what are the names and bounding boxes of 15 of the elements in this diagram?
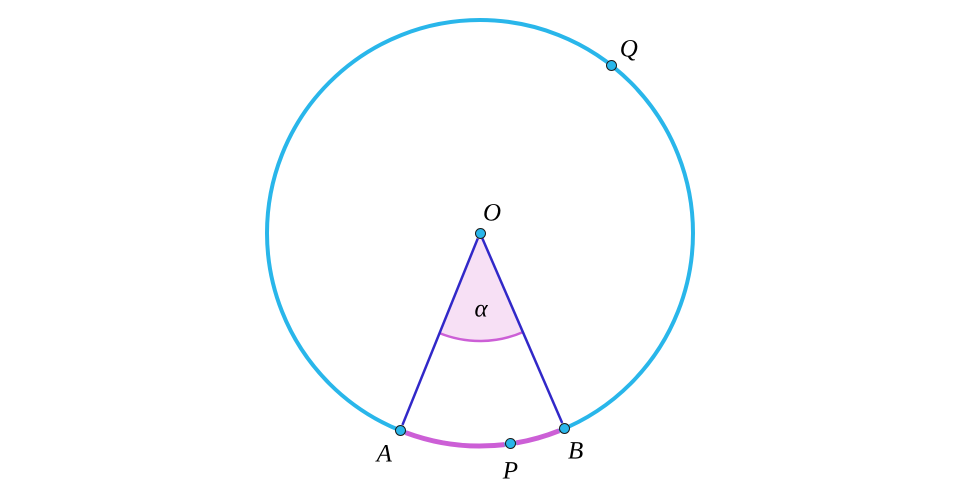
point-label: P [502, 458, 518, 484]
line-segment [401, 238, 479, 426]
point-label: B [568, 438, 584, 464]
point [606, 60, 618, 72]
point-label: A [376, 442, 392, 467]
angle-label: α [474, 296, 488, 322]
line-segment [481, 238, 564, 424]
point [474, 228, 486, 238]
point [504, 438, 516, 450]
arc [516, 428, 560, 446]
arc [405, 430, 505, 448]
point [559, 422, 570, 434]
point-label: Q [620, 36, 638, 62]
point-label: O [482, 200, 502, 226]
point [394, 424, 406, 436]
